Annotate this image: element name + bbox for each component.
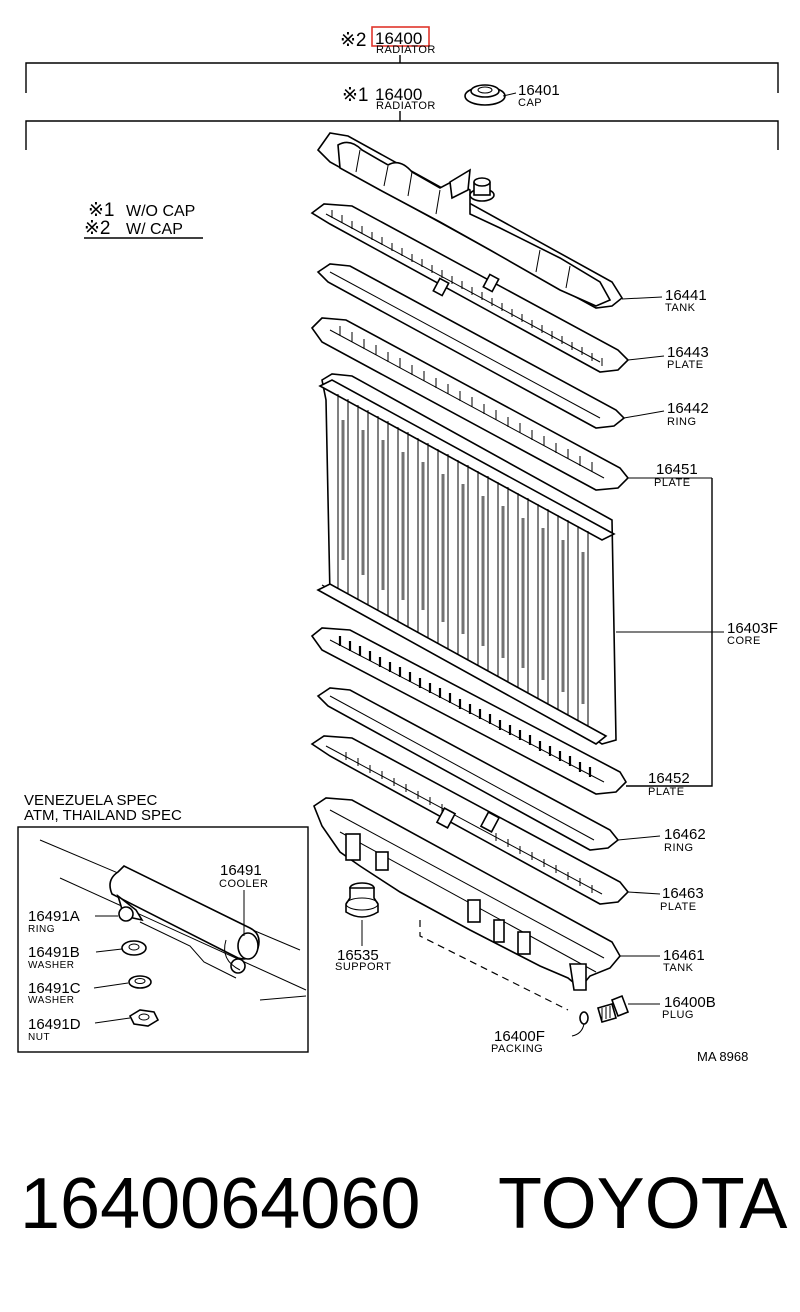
part-16462-number: 16462 xyxy=(664,826,706,843)
asm2-highlight-box xyxy=(371,26,430,47)
part-16443-number: 16443 xyxy=(667,344,709,361)
part-16491-name: COOLER xyxy=(219,878,268,890)
part-16491a-name: RING xyxy=(28,924,55,935)
asm2-name: RADIATOR xyxy=(376,44,436,56)
spec-box-title-line1: VENEZUELA SPEC xyxy=(24,792,158,809)
spec-box-frame xyxy=(17,826,309,1053)
upper-tank-drawing xyxy=(316,132,624,309)
footer-part-number: 1640064060 xyxy=(20,1164,421,1244)
part-16403f-name: CORE xyxy=(727,635,761,647)
legend: ※1 W/O CAP ※2 W/ CAP xyxy=(84,200,203,239)
part-16443-name: PLATE xyxy=(667,359,704,371)
lower-plate-drawing xyxy=(310,735,630,905)
part-16451-name: PLATE xyxy=(654,477,691,489)
plug-drawing xyxy=(597,994,630,1023)
part-16535-number: 16535 xyxy=(337,947,379,964)
footer-brand: TOYOTA xyxy=(498,1164,788,1244)
assembly-1-bracket xyxy=(25,120,779,150)
part-16535-name: SUPPORT xyxy=(335,961,391,973)
part-16400b-number: 16400B xyxy=(664,994,716,1011)
legend-text-1: W/O CAP xyxy=(126,203,195,220)
assembly-2-bracket xyxy=(25,62,779,93)
packing-drawing xyxy=(579,1011,589,1025)
packing-dashed-leader xyxy=(419,920,569,1011)
core-lower-plate-drawing xyxy=(310,627,628,795)
diagram-code: MA 8968 xyxy=(697,1049,748,1064)
part-16491d-number: 16491D xyxy=(28,1016,81,1033)
part-16491a-number: 16491A xyxy=(28,908,80,925)
part-16491-number: 16491 xyxy=(220,862,262,879)
cap-name: CAP xyxy=(518,97,542,109)
asm1-number: 16400 xyxy=(375,85,422,104)
part-16452-name: PLATE xyxy=(648,786,685,798)
part-16400b-name: PLUG xyxy=(662,1009,694,1021)
legend-mark-2: ※2 xyxy=(84,218,111,239)
asm1-mark: ※1 xyxy=(342,85,369,106)
part-16463-number: 16463 xyxy=(662,885,704,902)
part-16491b-name: WASHER xyxy=(28,960,75,971)
oil-cooler-inset-drawing xyxy=(39,839,307,1027)
part-16441-name: TANK xyxy=(665,302,696,314)
support-drawing xyxy=(345,882,379,946)
part-16491c-number: 16491C xyxy=(28,980,81,997)
part-16462-name: RING xyxy=(664,842,694,854)
part-16491c-name: WASHER xyxy=(28,995,75,1006)
part-16403f-number: 16403F xyxy=(727,620,778,637)
legend-text-2: W/ CAP xyxy=(126,221,183,238)
assembly-2-label: ※2 16400 RADIATOR xyxy=(340,26,436,56)
part-16441-number: 16441 xyxy=(665,287,707,304)
part-16451-number: 16451 xyxy=(656,461,698,478)
part-16442-name: RING xyxy=(667,416,697,428)
cap-number: 16401 xyxy=(518,82,560,99)
part-16461-name: TANK xyxy=(663,962,694,974)
part-16400f-name: PACKING xyxy=(491,1043,543,1055)
radiator-cap-drawing xyxy=(464,84,517,106)
part-16442-number: 16442 xyxy=(667,400,709,417)
part-16452-number: 16452 xyxy=(648,770,690,787)
lower-tank-drawing xyxy=(313,797,621,991)
radiator-core-drawing xyxy=(316,373,617,745)
part-16463-name: PLATE xyxy=(660,901,697,913)
part-16491b-number: 16491B xyxy=(28,944,80,961)
leader-lines xyxy=(571,296,724,1037)
part-16400f-number: 16400F xyxy=(494,1028,545,1045)
legend-mark-1: ※1 xyxy=(88,200,115,221)
assembly-1-label: ※1 16400 RADIATOR xyxy=(342,85,436,112)
part-16491d-name: NUT xyxy=(28,1032,50,1043)
asm1-name: RADIATOR xyxy=(376,100,436,112)
part-16461-number: 16461 xyxy=(663,947,705,964)
asm2-number: 16400 xyxy=(375,29,422,48)
asm2-mark: ※2 xyxy=(340,30,367,51)
spec-box-leader-lines xyxy=(93,890,245,1024)
spec-box-title-line2: ATM, THAILAND SPEC xyxy=(24,807,182,824)
